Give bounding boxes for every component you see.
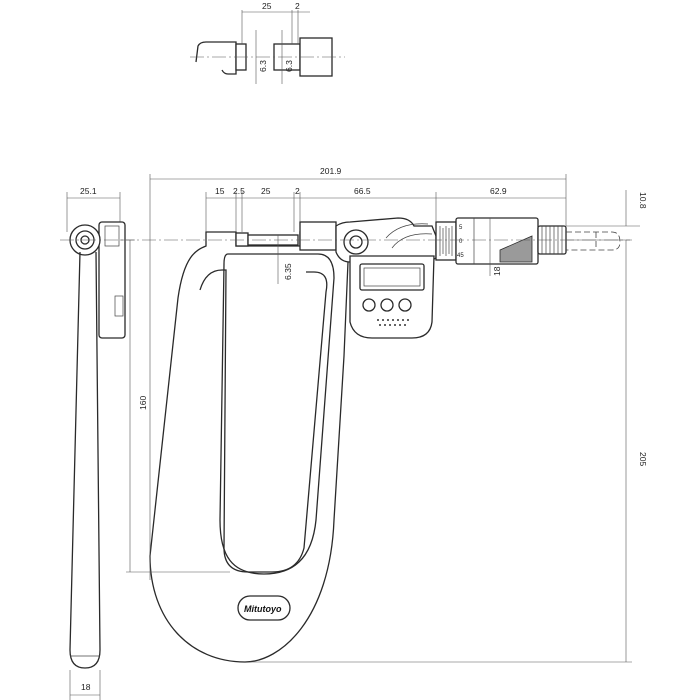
scale-mark-5: 5 xyxy=(459,225,463,231)
keypad-dots xyxy=(377,319,409,326)
button-1 xyxy=(362,298,376,312)
dim-15: 15 xyxy=(215,186,225,196)
detail-frame-curve xyxy=(221,62,237,75)
frame-inner xyxy=(219,253,335,575)
side-frame xyxy=(69,251,101,669)
detail-dim-6-3-left: 6.3 xyxy=(258,60,268,72)
brand-logo: Mitutoyo xyxy=(244,604,282,614)
side-head-detail xyxy=(104,225,120,247)
detail-view: 25 2 6.3 6.3 xyxy=(190,1,345,84)
ratchet-knob xyxy=(343,229,369,255)
head-sweep-2 xyxy=(391,233,433,249)
button-2 xyxy=(380,298,394,312)
detail-dim-25: 25 xyxy=(262,1,272,11)
scale-mark-45: 45 xyxy=(457,253,464,259)
spindle-sleeve xyxy=(299,221,337,251)
sleeve-graduations xyxy=(439,226,453,256)
dim-18-thimble: 18 xyxy=(492,266,502,276)
detail-dim-6-3-right: 6.3 xyxy=(284,60,294,72)
ratchet-knob-inner xyxy=(349,235,363,249)
dim-205: 205 xyxy=(638,452,648,466)
dim-201-9: 201.9 xyxy=(320,166,342,176)
detail-dim-2: 2 xyxy=(295,1,300,11)
spindle-retracted xyxy=(566,231,621,251)
side-dim-18: 18 xyxy=(81,682,91,692)
frame-inner-loop xyxy=(199,269,328,573)
head-sweep-1 xyxy=(385,223,429,239)
scale-mark-0: 0 xyxy=(459,239,463,245)
dim-25: 25 xyxy=(261,186,271,196)
dim-66-5: 66.5 xyxy=(354,186,371,196)
side-view: 25.1 18 xyxy=(60,186,135,700)
side-head xyxy=(98,221,126,339)
dim-2-5: 2.5 xyxy=(233,186,245,196)
anvil xyxy=(235,232,249,247)
dim-62-9: 62.9 xyxy=(490,186,507,196)
dim-160: 160 xyxy=(138,396,148,410)
logo-plate xyxy=(237,595,291,621)
dim-10-8: 10.8 xyxy=(638,192,648,209)
front-dimensions: 201.9 15 2.5 25 2 66.5 62.9 6.35 18 160 … xyxy=(126,166,648,663)
thimble-grip-shade xyxy=(499,235,533,263)
dim-2: 2 xyxy=(295,186,300,196)
dim-6-35: 6.35 xyxy=(283,263,293,280)
side-head-button xyxy=(114,295,124,317)
detail-frame-tip xyxy=(195,41,237,63)
front-view: 5 0 45 Mitutoyo xyxy=(120,217,630,663)
lcd-inner xyxy=(363,267,421,287)
button-3 xyxy=(398,298,412,312)
lcd-display xyxy=(359,263,425,291)
side-dim-25-1: 25.1 xyxy=(80,186,97,196)
